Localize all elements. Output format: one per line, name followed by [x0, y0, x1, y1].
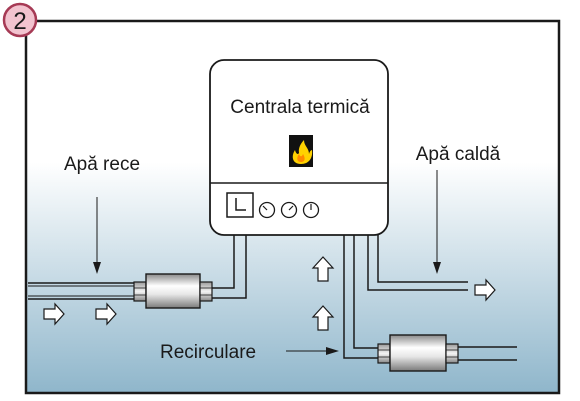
flame-icon — [289, 135, 313, 167]
recirculation-cylinder — [377, 334, 517, 372]
cold-water-pointer — [93, 197, 101, 274]
cold-water-pipe — [28, 282, 138, 300]
inline-filter-cylinder — [133, 273, 213, 309]
hot-water-pointer — [433, 170, 441, 274]
recirculation-pointer — [286, 347, 339, 355]
hot-water-label: Apă caldă — [416, 144, 501, 165]
step-badge: 2 — [2, 2, 38, 38]
step-badge-number: 2 — [13, 8, 26, 35]
flow-arrow-right — [95, 302, 117, 326]
boiler-unit: Centrala termică — [209, 59, 389, 236]
flow-arrow-up — [311, 256, 335, 282]
flow-arrow-right — [43, 302, 65, 326]
boiler-title: Centrala termică — [230, 97, 370, 118]
flow-arrow-right — [474, 278, 496, 302]
recirculation-label: Recirculare — [160, 342, 256, 363]
dial-icon — [302, 201, 320, 219]
cold-water-label: Apă rece — [64, 154, 140, 175]
clock-icon — [226, 192, 254, 218]
flow-arrow-up — [311, 305, 335, 331]
boiler-pipes — [210, 235, 468, 359]
dial-icon — [258, 201, 276, 219]
dial-icon — [280, 201, 298, 219]
